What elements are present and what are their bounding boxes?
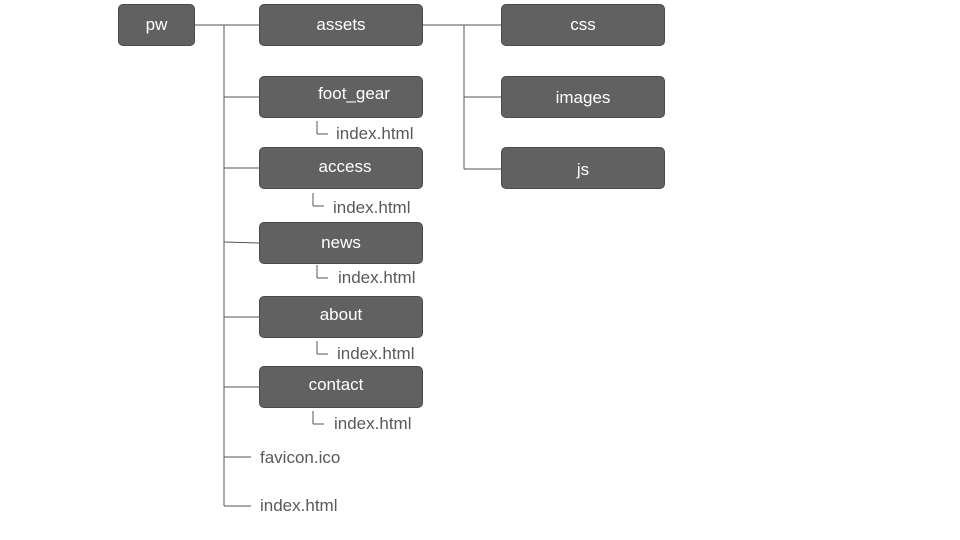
folder-node-foot-gear: foot_gear [259,76,423,118]
folder-node-images: images [501,76,665,118]
file-about-index: index.html [337,344,415,363]
folder-node-news: news [259,222,423,264]
file-favicon: favicon.ico [260,448,341,467]
file-news-index: index.html [338,268,416,287]
folder-node-pw: pw [118,4,195,46]
file-contact-index: index.html [334,414,412,433]
file-root-index: index.html [260,496,338,515]
connector-news [223,241,260,244]
folder-node-contact: contact [259,366,423,408]
file-access-index: index.html [333,198,411,217]
folder-node-css: css [501,4,665,46]
folder-node-about: about [259,296,423,338]
file-foot-gear-index: index.html [336,124,414,143]
folder-node-access: access [259,147,423,189]
folder-node-js: js [501,147,665,189]
folder-node-assets: assets [259,4,423,46]
